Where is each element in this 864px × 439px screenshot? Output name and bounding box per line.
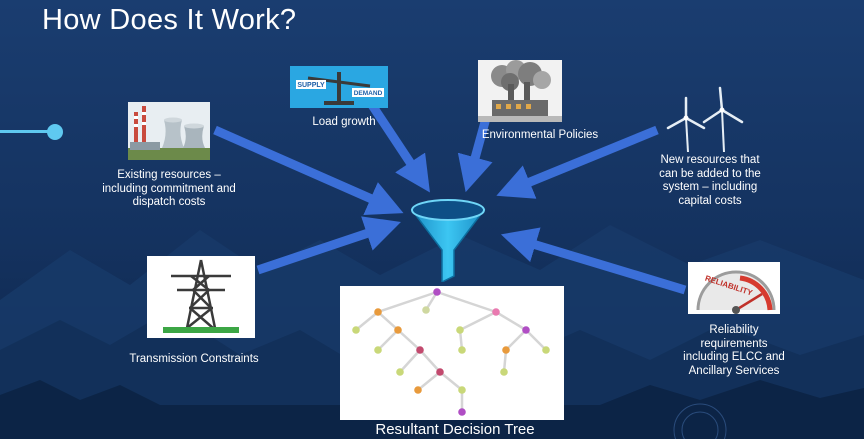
tree-edge <box>355 311 379 331</box>
transmission-constraints-label: Transmission Constraints <box>129 353 259 365</box>
tree-node <box>394 326 402 334</box>
tree-edge <box>505 329 527 351</box>
gauge-icon: RELIABILITY <box>688 262 780 314</box>
smoking-factory-icon <box>478 60 562 122</box>
tree-edge <box>377 329 399 351</box>
supply-text: SUPPLY <box>297 82 325 89</box>
tree-node <box>374 346 382 354</box>
power-plant-image <box>128 102 210 160</box>
reliability-requirements-label: Reliability requirements including ELCC … <box>683 324 785 377</box>
tree-edge <box>399 349 421 373</box>
tree-edge <box>419 349 441 373</box>
existing-resources-label: Existing resources – including commitmen… <box>102 169 236 208</box>
environmental-policies-label: Environmental Policies <box>481 129 599 141</box>
tree-node <box>522 326 530 334</box>
tree-edge <box>459 310 497 332</box>
balance-scale-icon: SUPPLY DEMAND <box>290 66 388 108</box>
tree-node <box>352 326 360 334</box>
tree-edge <box>377 290 438 314</box>
tree-node <box>422 306 430 314</box>
decision-tree-panel <box>340 286 564 420</box>
tree-node <box>414 386 422 394</box>
tree-edge <box>439 371 463 391</box>
tree-node <box>492 308 500 316</box>
tree-edge <box>525 329 547 351</box>
transmission-tower-icon <box>147 256 255 338</box>
decision-tree-label: Resultant Decision Tree <box>375 421 535 438</box>
tree-edge <box>495 310 527 332</box>
tree-node <box>458 408 466 416</box>
tree-edge <box>417 371 441 391</box>
tree-edge <box>436 290 497 314</box>
tree-node <box>374 308 382 316</box>
tree-node <box>500 368 508 376</box>
tree-node <box>436 368 444 376</box>
demand-text: DEMAND <box>354 90 383 97</box>
decision-tree-diagram <box>352 288 550 416</box>
tree-node <box>456 326 464 334</box>
supply-demand-image: SUPPLY DEMAND <box>290 66 388 108</box>
tree-edge <box>377 311 399 331</box>
reliability-gauge-image: RELIABILITY <box>688 262 780 314</box>
tree-node <box>458 386 466 394</box>
tree-node <box>502 346 510 354</box>
tree-edge <box>397 329 421 351</box>
wind-turbine-icon <box>666 86 744 152</box>
load-growth-label: Load growth <box>312 116 376 128</box>
decorative-slider <box>0 124 66 140</box>
funnel-icon <box>410 199 486 282</box>
tree-node <box>416 346 424 354</box>
factory-image <box>478 60 562 122</box>
transmission-tower-image <box>147 256 255 338</box>
tree-node <box>542 346 550 354</box>
power-plant-icon <box>128 102 210 160</box>
slider-track <box>0 130 52 133</box>
tree-node <box>433 288 441 296</box>
slider-knob <box>47 124 63 140</box>
tree-node <box>396 368 404 376</box>
new-resources-label: New resources that can be added to the s… <box>659 154 761 207</box>
tree-node <box>458 346 466 354</box>
slide-title: How Does It Work? <box>42 4 297 36</box>
